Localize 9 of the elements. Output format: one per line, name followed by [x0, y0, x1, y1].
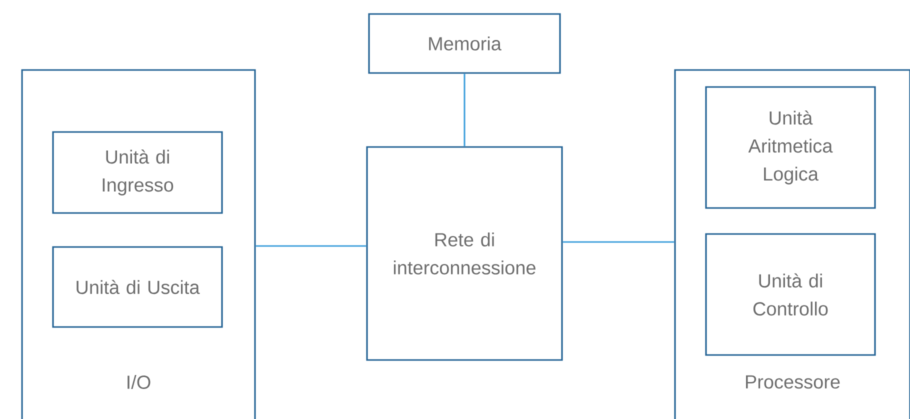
component-box: Unità di Ingresso [52, 131, 223, 214]
connector-line [464, 74, 466, 146]
connector-line [256, 245, 366, 247]
connector-line [562, 241, 674, 243]
component-box: Rete di interconnessione [366, 146, 563, 361]
component-box: Memoria [368, 13, 561, 74]
component-box: Unità Aritmetica Logica [705, 86, 876, 209]
component-box: Unità di Uscita [52, 246, 223, 328]
component-box: Unità di Controllo [705, 233, 876, 356]
